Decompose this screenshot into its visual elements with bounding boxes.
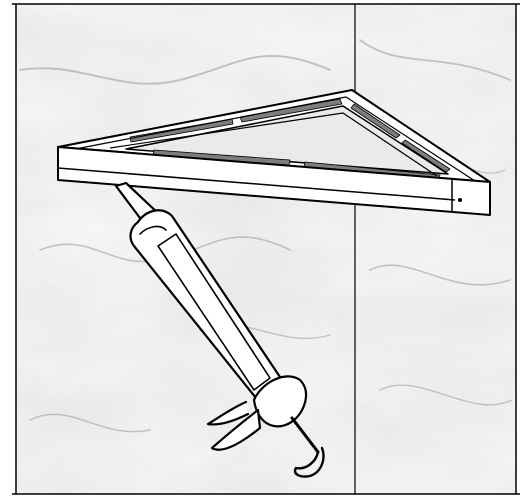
- shelf-frame-edges: [69, 96, 476, 182]
- shelf-front-lower-edge: [57, 167, 456, 201]
- wall-outline: [12, 3, 520, 495]
- gun-end-cap: [252, 375, 308, 428]
- corner-shelf: [57, 89, 491, 216]
- cartridge-neck-ring: [139, 225, 167, 235]
- gun-handle: [206, 400, 250, 426]
- cartridge-window: [157, 233, 271, 391]
- gun-trigger: [210, 408, 262, 451]
- shelf-front-face: [57, 146, 491, 216]
- caulking-gun: [114, 181, 325, 478]
- gun-plunger-hook: [293, 446, 325, 478]
- marble-wall: [16, 4, 516, 494]
- gun-plunger-rod: [290, 416, 320, 454]
- shelf-screw-hole: [458, 198, 462, 202]
